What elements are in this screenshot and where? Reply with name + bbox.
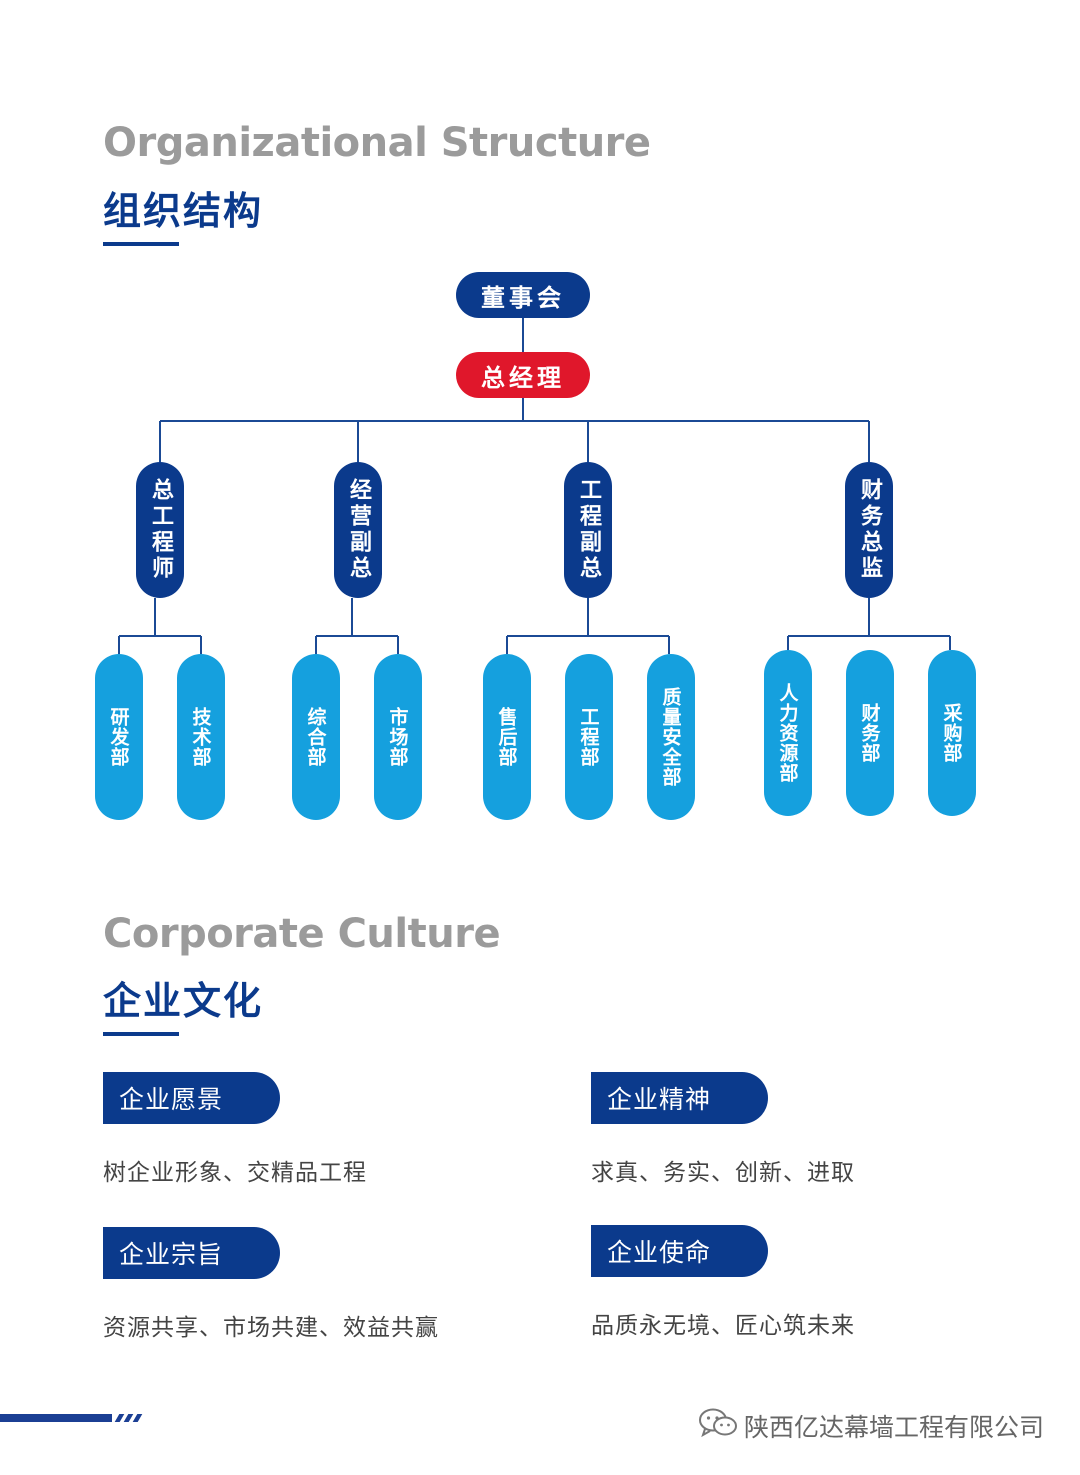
node-dept-4-3: 采购部 bbox=[928, 650, 976, 816]
node-dept-2-2: 市场部 bbox=[374, 654, 422, 820]
culture-title-en: Corporate Culture bbox=[103, 911, 501, 957]
node-dept-3-3: 质量安全部 bbox=[647, 654, 695, 820]
footer-accent-stripe bbox=[132, 1414, 143, 1422]
culture-text-vision: 树企业形象、交精品工程 bbox=[103, 1160, 367, 1186]
culture-title-zh: 企业文化 bbox=[103, 979, 264, 1023]
culture-title-rule bbox=[103, 1032, 179, 1036]
node-dept-3-2: 工程部 bbox=[565, 654, 613, 820]
culture-tag-purpose: 企业宗旨 bbox=[103, 1227, 280, 1279]
org-chart: 董事会 总经理 总工程师 经营副总 工程副总 财务总监 研发部 技术部 综合部 … bbox=[95, 272, 976, 820]
culture-tag-vision: 企业愿景 bbox=[103, 1072, 280, 1124]
culture-text-mission: 品质永无境、匠心筑未来 bbox=[591, 1313, 855, 1339]
node-manager-4: 财务总监 bbox=[845, 462, 893, 598]
wechat-icon bbox=[698, 1407, 738, 1445]
node-dept-4-1: 人力资源部 bbox=[764, 650, 812, 816]
node-ceo: 总经理 bbox=[456, 352, 590, 398]
culture-tag-mission: 企业使命 bbox=[591, 1225, 768, 1277]
node-manager-2: 经营副总 bbox=[334, 462, 382, 598]
node-board: 董事会 bbox=[456, 272, 590, 318]
org-title-zh: 组织结构 bbox=[103, 189, 264, 233]
node-dept-3-1: 售后部 bbox=[483, 654, 531, 820]
node-dept-1-1: 研发部 bbox=[95, 654, 143, 820]
org-title-rule bbox=[103, 242, 179, 246]
node-manager-3: 工程副总 bbox=[564, 462, 612, 598]
footer-watermark-text: 陕西亿达幕墙工程有限公司 bbox=[743, 1413, 1044, 1442]
org-connectors bbox=[118, 318, 951, 654]
culture-text-spirit: 求真、务实、创新、进取 bbox=[591, 1160, 855, 1186]
culture-text-purpose: 资源共享、市场共建、效益共赢 bbox=[103, 1315, 439, 1341]
culture-tag-spirit: 企业精神 bbox=[591, 1072, 768, 1124]
org-title-en: Organizational Structure bbox=[103, 120, 651, 166]
node-dept-4-2: 财务部 bbox=[846, 650, 894, 816]
footer-watermark: 陕西亿达幕墙工程有限公司 bbox=[698, 1407, 1044, 1445]
node-dept-2-1: 综合部 bbox=[292, 654, 340, 820]
node-manager-1: 总工程师 bbox=[136, 462, 184, 598]
footer-accent-bar bbox=[0, 1414, 112, 1422]
node-dept-1-2: 技术部 bbox=[177, 654, 225, 820]
